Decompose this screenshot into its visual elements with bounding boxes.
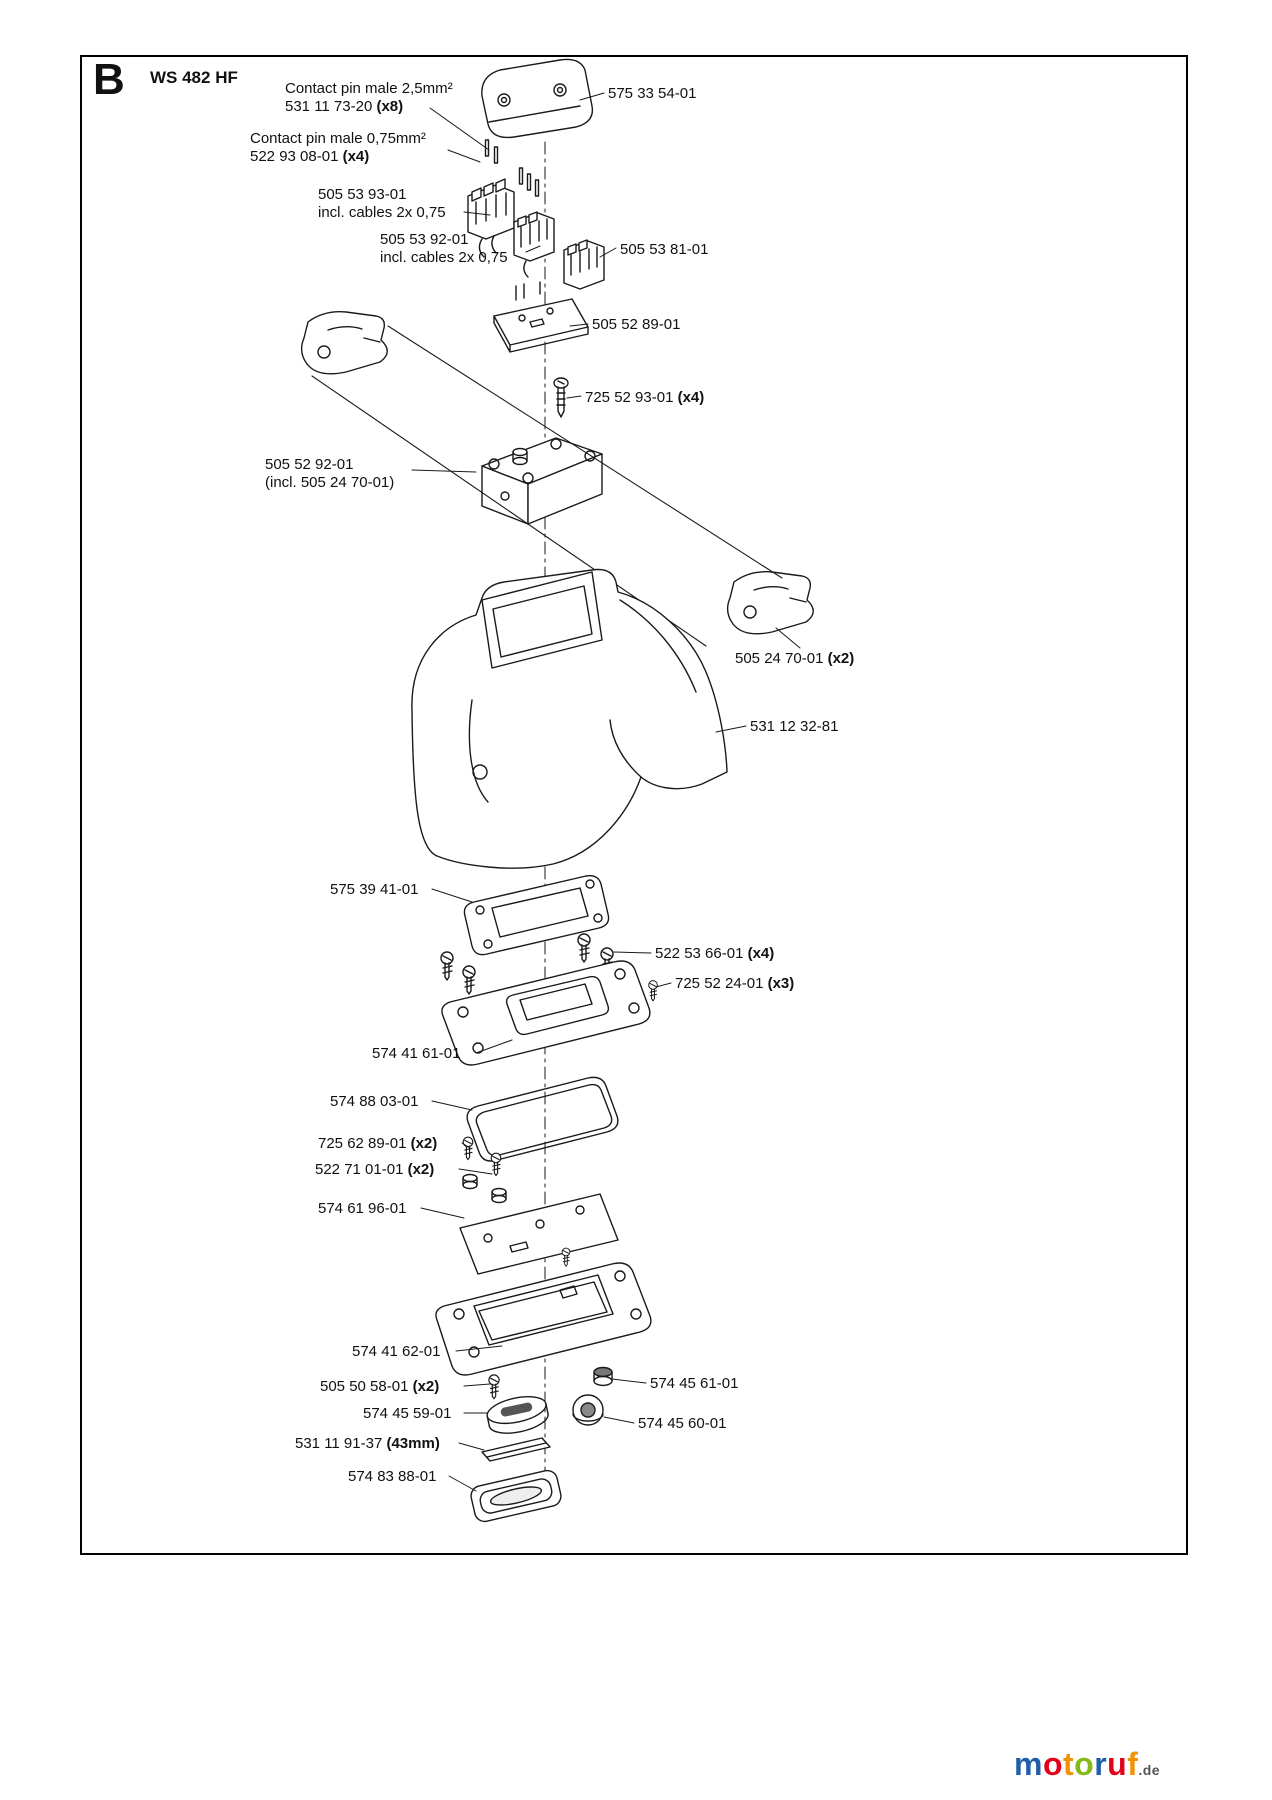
- label-574-45-61-01: 574 45 61-01: [650, 1375, 739, 1392]
- part-top-plate: [441, 960, 651, 1066]
- label-575-39-41-01: 575 39 41-01: [330, 881, 419, 898]
- part-connector-81: [563, 239, 605, 290]
- label-574-88-03-01: 574 88 03-01: [330, 1093, 419, 1110]
- label-505-53-81-01: 505 53 81-01: [620, 241, 709, 258]
- label-531-11-91-37: 531 11 91-37 (43mm): [295, 1435, 440, 1452]
- label-531-11-73-20: Contact pin male 2,5mm² 531 11 73-20 (x8…: [285, 80, 453, 115]
- part-grommet-small: [593, 1366, 613, 1387]
- part-bottom-frame: [470, 1469, 562, 1523]
- label-575-33-54-01: 575 33 54-01: [608, 85, 697, 102]
- logo-letter: t: [1063, 1746, 1075, 1782]
- part-connector-93: [467, 178, 515, 258]
- logo-letter: o: [1074, 1746, 1095, 1782]
- label-505-52-89-01: 505 52 89-01: [592, 316, 681, 333]
- motoruf-logo[interactable]: motoruf.de: [1014, 1748, 1160, 1780]
- diagram-frame: [80, 55, 1188, 1555]
- part-cover-housing: [411, 568, 728, 869]
- label-574-45-60-01: 574 45 60-01: [638, 1415, 727, 1432]
- label-725-52-24-01: 725 52 24-01 (x3): [675, 975, 795, 992]
- leader-lines: [411, 92, 801, 1492]
- part-round-grommet: [572, 1394, 604, 1426]
- label-505-50-58-01: 505 50 58-01 (x2): [320, 1378, 440, 1395]
- logo-letter: o: [1042, 1746, 1063, 1782]
- label-725-62-89-01: 725 62 89-01 (x2): [318, 1135, 438, 1152]
- logo-suffix: .de: [1138, 1762, 1161, 1778]
- label-505-24-70-01: 505 24 70-01 (x2): [735, 650, 855, 667]
- part-bottom-screw: [488, 1374, 500, 1400]
- label-574-45-59-01: 574 45 59-01: [363, 1405, 452, 1422]
- label-574-83-88-01: 574 83 88-01: [348, 1468, 437, 1485]
- part-top-cover: [481, 58, 594, 139]
- part-connector-92: [513, 211, 555, 278]
- label-574-61-96-01: 574 61 96-01: [318, 1200, 407, 1217]
- label-522-53-66-01: 522 53 66-01 (x4): [655, 945, 775, 962]
- part-small-fasteners: [462, 1136, 507, 1204]
- label-522-93-08-01: Contact pin male 0,75mm² 522 93 08-01 (x…: [250, 130, 426, 165]
- label-725-52-93-01: 725 52 93-01 (x4): [585, 389, 705, 406]
- part-pcb-plate: [459, 1193, 619, 1275]
- part-pcb-module: [493, 281, 589, 353]
- label-522-71-01-01: 522 71 01-01 (x2): [315, 1161, 435, 1178]
- part-strip: [481, 1437, 551, 1462]
- part-gasket-ring: [466, 1076, 619, 1162]
- page-title: WS 482 HF: [150, 68, 238, 87]
- part-bottom-tray: [435, 1262, 652, 1376]
- section-letter: B: [93, 55, 125, 104]
- part-gasket-plate: [463, 874, 610, 956]
- part-oval-stack: [486, 1396, 549, 1434]
- label-574-41-61-01: 574 41 61-01: [372, 1045, 461, 1062]
- logo-letter: f: [1127, 1746, 1139, 1782]
- label-505-53-93-01: 505 53 93-01 incl. cables 2x 0,75: [318, 186, 446, 221]
- label-505-53-92-01: 505 53 92-01 incl. cables 2x 0,75: [380, 231, 508, 266]
- label-574-41-62-01: 574 41 62-01: [352, 1343, 441, 1360]
- part-housing: [481, 437, 603, 525]
- label-505-52-92-01: 505 52 92-01 (incl. 505 24 70-01): [265, 456, 395, 491]
- label-531-12-32-81: 531 12 32-81: [750, 718, 839, 735]
- logo-letter: u: [1107, 1746, 1128, 1782]
- logo-letter: m: [1014, 1746, 1043, 1782]
- part-screw-725-52-93: [553, 377, 569, 418]
- logo-letter: r: [1094, 1746, 1108, 1782]
